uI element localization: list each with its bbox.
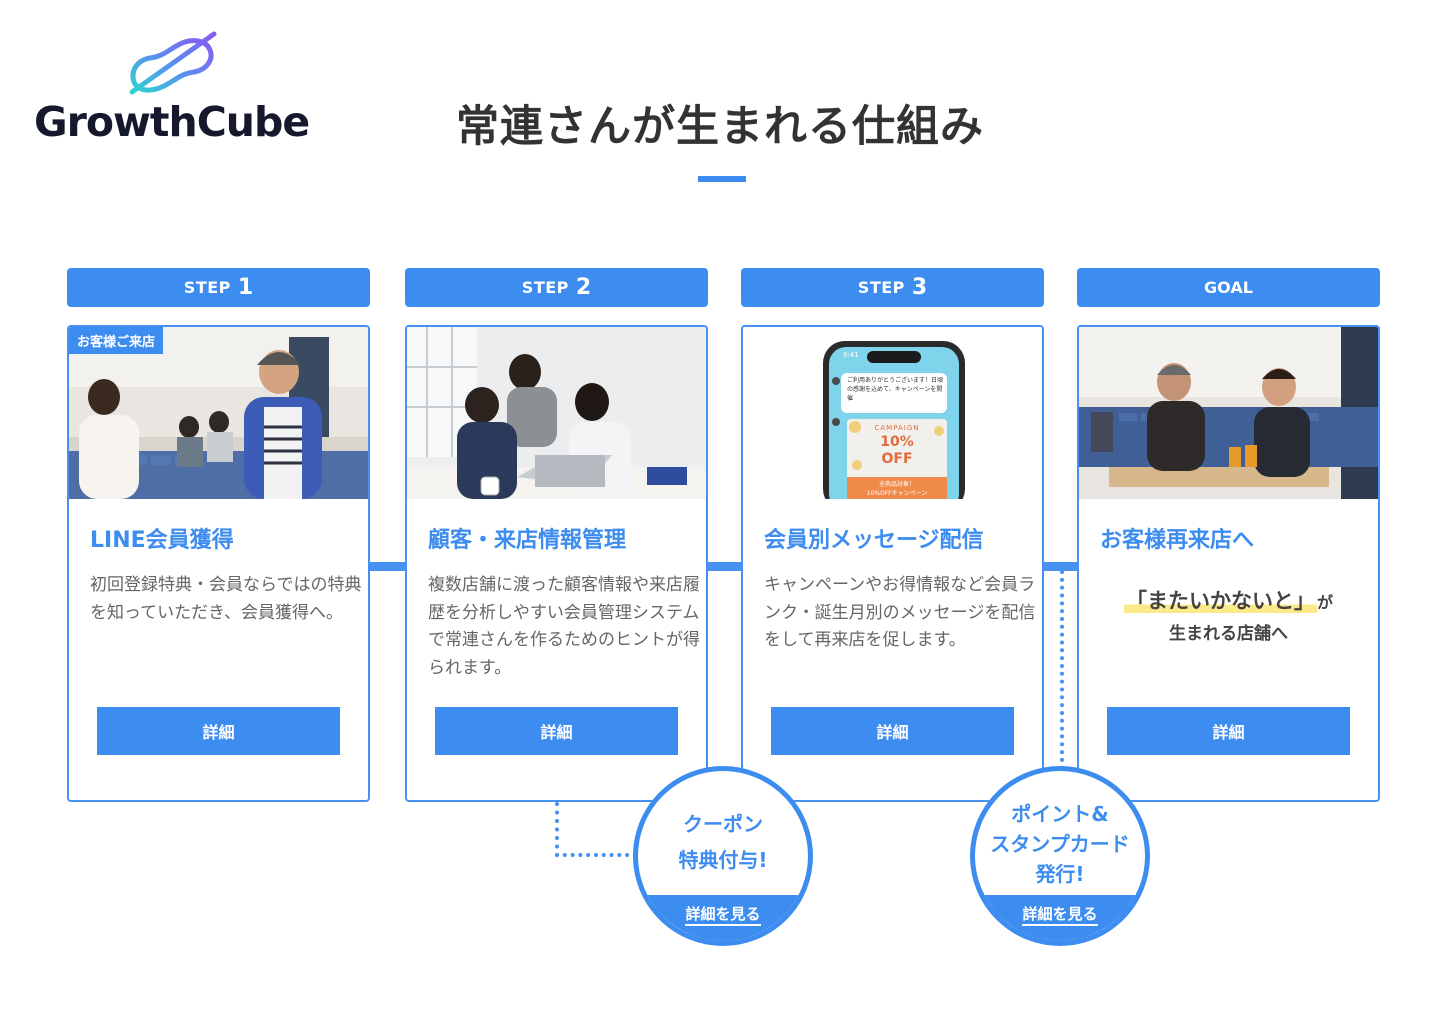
dotted-connector-coupon-vertical <box>555 802 559 857</box>
step-label: STEP <box>521 278 569 297</box>
point-detail-link[interactable]: 詳細を見る <box>1022 905 1098 926</box>
phone-message: ご利用ありがとうございます！日頃の感謝を込めて、キャンペーンを開催 <box>847 377 944 402</box>
connector-line-1 <box>370 562 406 571</box>
step-header-3: STEP 3 <box>741 268 1044 307</box>
goal-message-line1: 「またいかないと」が <box>1079 585 1378 615</box>
coupon-detail-link[interactable]: 詳細を見る <box>685 905 761 926</box>
phone-campaign-value: 10% <box>880 434 914 450</box>
revisit-photo <box>1079 327 1378 499</box>
card-description: キャンペーンやお得情報など会員ランク・誕生月別のメッセージを配信をして再来店を促… <box>764 575 1036 650</box>
card-title: LINE会員獲得 <box>90 528 234 553</box>
step-number: 2 <box>575 275 592 300</box>
message-delivery-phone <box>743 327 1042 499</box>
phone-banner-line1: 全商品対象！ <box>878 481 915 488</box>
step-number: 1 <box>237 275 254 300</box>
card-title: 会員別メッセージ配信 <box>764 528 984 553</box>
card-title: お客様再来店へ <box>1100 528 1255 553</box>
point-footer: 詳細を見る <box>975 895 1145 941</box>
connector-line-3 <box>1044 562 1078 571</box>
detail-button[interactable]: 詳細 <box>435 707 678 755</box>
point-detail-link-wrap: 詳細を見る <box>975 903 1145 926</box>
goal-header: GOAL <box>1077 268 1380 307</box>
card-description: 複数店舗に渡った顧客情報や来店履歴を分析しやすい会員管理システムで常連さんを作る… <box>428 575 700 678</box>
dotted-connector-coupon-horizontal <box>555 853 637 857</box>
connector-line-2 <box>708 562 742 571</box>
brand-logo[interactable]: GrowthCube <box>34 30 324 150</box>
goal-card: お客様再来店へ 「またいかないと」が 生まれる店舗へ 詳細 <box>1077 325 1380 802</box>
step-header-1: STEP 1 <box>67 268 370 307</box>
step-card-3: 9:41 ご利用ありがとうございます！日頃の感謝を込めて、キャンペーンを開催 C… <box>741 325 1044 802</box>
card-description: 初回登録特典・会員ならではの特典を知っていただき、会員獲得へ。 <box>90 575 362 623</box>
phone-time: 9:41 <box>843 351 859 359</box>
phone-campaign-label: CAMPAIGN <box>874 424 920 432</box>
coupon-footer: 詳細を見る <box>638 895 808 941</box>
goal-particle: が <box>1316 593 1333 612</box>
customer-management-photo <box>407 327 706 499</box>
customer-visit-badge: お客様ご来店 <box>69 327 164 354</box>
growthcube-logo-icon <box>129 31 217 95</box>
step-header-2: STEP 2 <box>405 268 708 307</box>
phone-banner-line2: 10%OFFキャンペーン <box>866 490 928 497</box>
page-title: 常連さんが生まれる仕組み <box>456 102 984 152</box>
point-line3: 発行! <box>1035 862 1085 886</box>
coupon-line2: 特典付与! <box>678 848 768 872</box>
brand-name: GrowthCube <box>34 98 310 146</box>
card-title: 顧客・来店情報管理 <box>428 528 627 553</box>
goal-quote: 「またいかないと」 <box>1123 589 1317 613</box>
point-line1: ポイント& <box>1011 802 1109 826</box>
point-line2: スタンプカード <box>990 832 1130 856</box>
goal-message-line2: 生まれる店舗へ <box>1169 624 1288 644</box>
coupon-circle[interactable]: クーポン 特典付与! 詳細を見る <box>633 766 813 946</box>
title-underline <box>698 176 746 182</box>
step-number: 3 <box>911 275 928 300</box>
step-card-1: お客様ご来店 LINE会員獲得 初回登録特典・会員ならではの特典を知っていただき… <box>67 325 370 802</box>
point-card-circle[interactable]: ポイント& スタンプカード 発行! 詳細を見る <box>970 766 1150 946</box>
goal-message: 「またいかないと」が 生まれる店舗へ <box>1079 585 1378 644</box>
step-label: STEP <box>857 278 905 297</box>
step-label: STEP <box>183 278 231 297</box>
detail-button[interactable]: 詳細 <box>771 707 1014 755</box>
phone-campaign-off: OFF <box>881 451 913 467</box>
step-card-2: 顧客・来店情報管理 複数店舗に渡った顧客情報や来店履歴を分析しやすい会員管理シス… <box>405 325 708 802</box>
dotted-connector-point-vertical <box>1060 570 1064 770</box>
customer-visit-photo: お客様ご来店 <box>69 327 368 499</box>
coupon-line1: クーポン <box>683 812 763 836</box>
coupon-detail-link-wrap: 詳細を見る <box>638 903 808 926</box>
detail-button[interactable]: 詳細 <box>1107 707 1350 755</box>
goal-label: GOAL <box>1204 278 1253 297</box>
detail-button[interactable]: 詳細 <box>97 707 340 755</box>
